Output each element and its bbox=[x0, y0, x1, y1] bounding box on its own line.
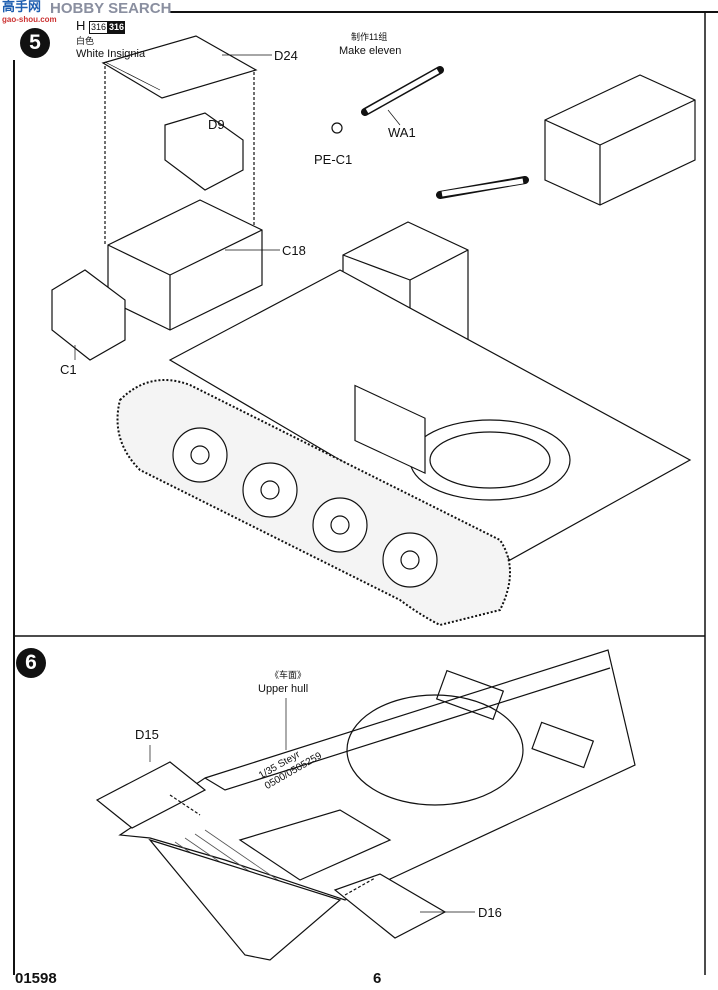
label-c1: C1 bbox=[60, 362, 77, 377]
road-wheels bbox=[172, 427, 438, 588]
label-wa1: WA1 bbox=[388, 125, 416, 140]
label-pe-c1: PE-C1 bbox=[314, 152, 353, 167]
turret-ring-opening bbox=[346, 694, 524, 806]
page-number: 6 bbox=[373, 970, 382, 987]
decal-color-en: White Insignia bbox=[76, 48, 146, 60]
part-d15 bbox=[95, 761, 207, 829]
part-d9 bbox=[164, 112, 244, 191]
part-c18 bbox=[107, 199, 263, 331]
part-c1 bbox=[51, 269, 126, 361]
label-d16: D16 bbox=[478, 905, 502, 920]
label-d15: D15 bbox=[135, 727, 159, 742]
part-d16 bbox=[333, 873, 447, 939]
title-cn: 《车面》 bbox=[270, 670, 307, 680]
footer-code: 01598 bbox=[15, 970, 57, 987]
decal-code-filled: 316 bbox=[108, 21, 126, 34]
label-d24: D24 bbox=[274, 48, 298, 63]
step-6-marker: 6 bbox=[16, 648, 46, 678]
title-en: Upper hull bbox=[258, 683, 309, 695]
watermark-logo: 高手网 bbox=[2, 0, 42, 14]
part-d24 bbox=[101, 35, 258, 99]
decal-code-outline: 316 bbox=[89, 21, 109, 34]
watermark-text: HOBBY SEARCH bbox=[50, 0, 172, 17]
decal-color-cn: 白色 bbox=[76, 36, 95, 46]
label-c18: C18 bbox=[282, 243, 306, 258]
watermark-site: gao-shou.com bbox=[2, 15, 57, 24]
part-pe-c1 bbox=[331, 122, 343, 134]
note-en: Make eleven bbox=[339, 45, 402, 57]
note-cn: 制作11组 bbox=[351, 32, 388, 42]
label-d9: D9 bbox=[208, 117, 225, 132]
decal-prefix: H bbox=[76, 18, 86, 33]
step-5-marker: 5 bbox=[20, 28, 50, 58]
